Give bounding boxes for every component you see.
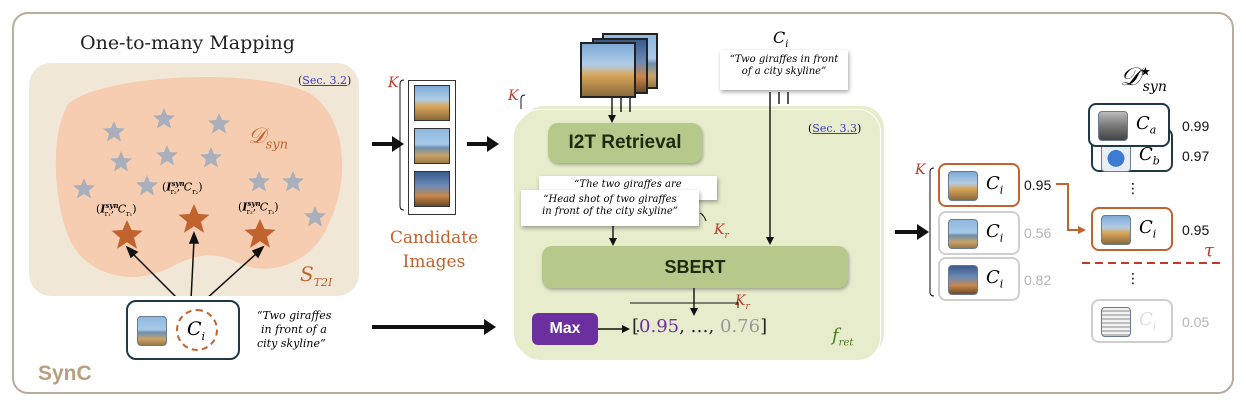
star-icon [200,147,222,168]
gray-stars [73,108,326,227]
star-icon [103,121,125,142]
star-icon [248,171,270,192]
result-score-2: 0.56 [1024,225,1052,241]
ci-circle [176,309,218,351]
result-ci-3: Ci [986,267,1004,291]
source-thumbnail [137,316,167,346]
star-icon [244,219,276,248]
k-label-panel: K [508,88,519,104]
star-icon [304,206,326,227]
d-syn-label: 𝒟syn [248,124,288,153]
candidate-image-1 [414,85,450,121]
final-label-a: Ca [1136,113,1157,137]
star-label-1: (Isynr₁, Cr₁) [96,201,137,218]
ellipsis-1: ⋮ [1126,180,1140,196]
final-thumb-low [1101,307,1131,337]
score-vector: [0.95, …, 0.76] [632,316,768,337]
top-caption-box: “Two giraffes in front of a city skyline… [720,50,848,90]
final-label-i: Ci [1139,217,1157,241]
sync-label: SynC [38,362,92,385]
final-label-low: Ci [1139,309,1157,333]
caption-source-box: Ci [126,300,240,360]
outer-frame [12,12,1234,394]
result-ci-1: Ci [986,173,1004,197]
selection-arrow [1056,183,1086,234]
star-icon [111,220,143,249]
final-label-b: Cb [1139,144,1160,168]
caption-quote-left: “Two giraffes in front of a city skyline… [257,309,332,350]
candidate-strip [408,80,456,215]
final-thumb-a [1098,111,1128,141]
kr-label-2: Kr [735,293,750,312]
star-icon [73,178,95,199]
star-label-2: (Isynr₂, Cr₂) [162,179,203,196]
final-score-low: 0.05 [1182,314,1210,330]
orange-stars [111,204,276,249]
result-thumb-3 [948,265,978,295]
star-icon [282,171,304,192]
i2t-retrieval-block: I2T Retrieval [548,123,702,163]
final-card-i: Ci [1091,207,1173,251]
k-label-results: K [915,162,926,178]
result-score-3: 0.82 [1024,272,1052,288]
result-score-1: 0.95 [1024,177,1052,193]
sec-ref-left[interactable]: (Sec. 3.2) [298,74,352,87]
final-card-a: Ca [1088,103,1170,147]
candidate-images-label: Candidate Images [389,228,479,272]
star-icon [110,151,132,172]
ci-top-label: Ci [773,28,789,51]
sbert-block: SBERT [542,246,848,288]
result-ci-2: Ci [986,221,1004,245]
tau-label: τ [1204,240,1214,261]
mapping-title: One-to-many Mapping [80,32,295,54]
ci-label: Ci [187,318,206,343]
final-card-low: Ci [1091,299,1173,343]
stack-image-front [580,42,636,98]
max-block: Max [532,313,598,345]
star-icon [153,108,175,129]
result-card-3: Ci [938,257,1020,301]
candidate-image-3 [414,171,450,207]
left-panel-graphics [55,76,343,296]
s-t2i-label: ST2I [300,262,333,289]
big-arrows [372,136,929,335]
brackets [399,79,935,308]
star-icon [156,145,178,166]
star-icon [178,204,210,233]
star-label-3: (Isynr₃, Cr₃) [238,199,279,216]
final-score-a: 0.99 [1182,118,1210,134]
k-label-candidates: K [388,75,399,91]
result-card-2: Ci [938,211,1020,255]
ellipsis-2: ⋮ [1126,270,1140,286]
final-thumb-i [1101,215,1131,245]
final-score-b: 0.97 [1182,148,1210,164]
star-icon [136,175,158,196]
star-arrows [125,230,265,296]
star-icon [208,113,230,134]
result-thumb-2 [948,219,978,249]
candidate-image-2 [414,128,450,164]
kr-label-1: Kr [714,222,729,241]
final-score-i: 0.95 [1182,222,1210,238]
f-ret-label: fret [832,325,854,349]
result-card-1: Ci [938,163,1020,207]
retrieved-caption-front: “Head shot of two giraffes in front of t… [521,190,699,226]
result-thumb-1 [948,171,978,201]
d-syn-star-title: 𝒟★syn [1120,62,1167,95]
final-thumb-b [1101,142,1131,172]
sec-ref-right[interactable]: (Sec. 3.3) [808,122,862,135]
thin-arrows [598,92,789,333]
